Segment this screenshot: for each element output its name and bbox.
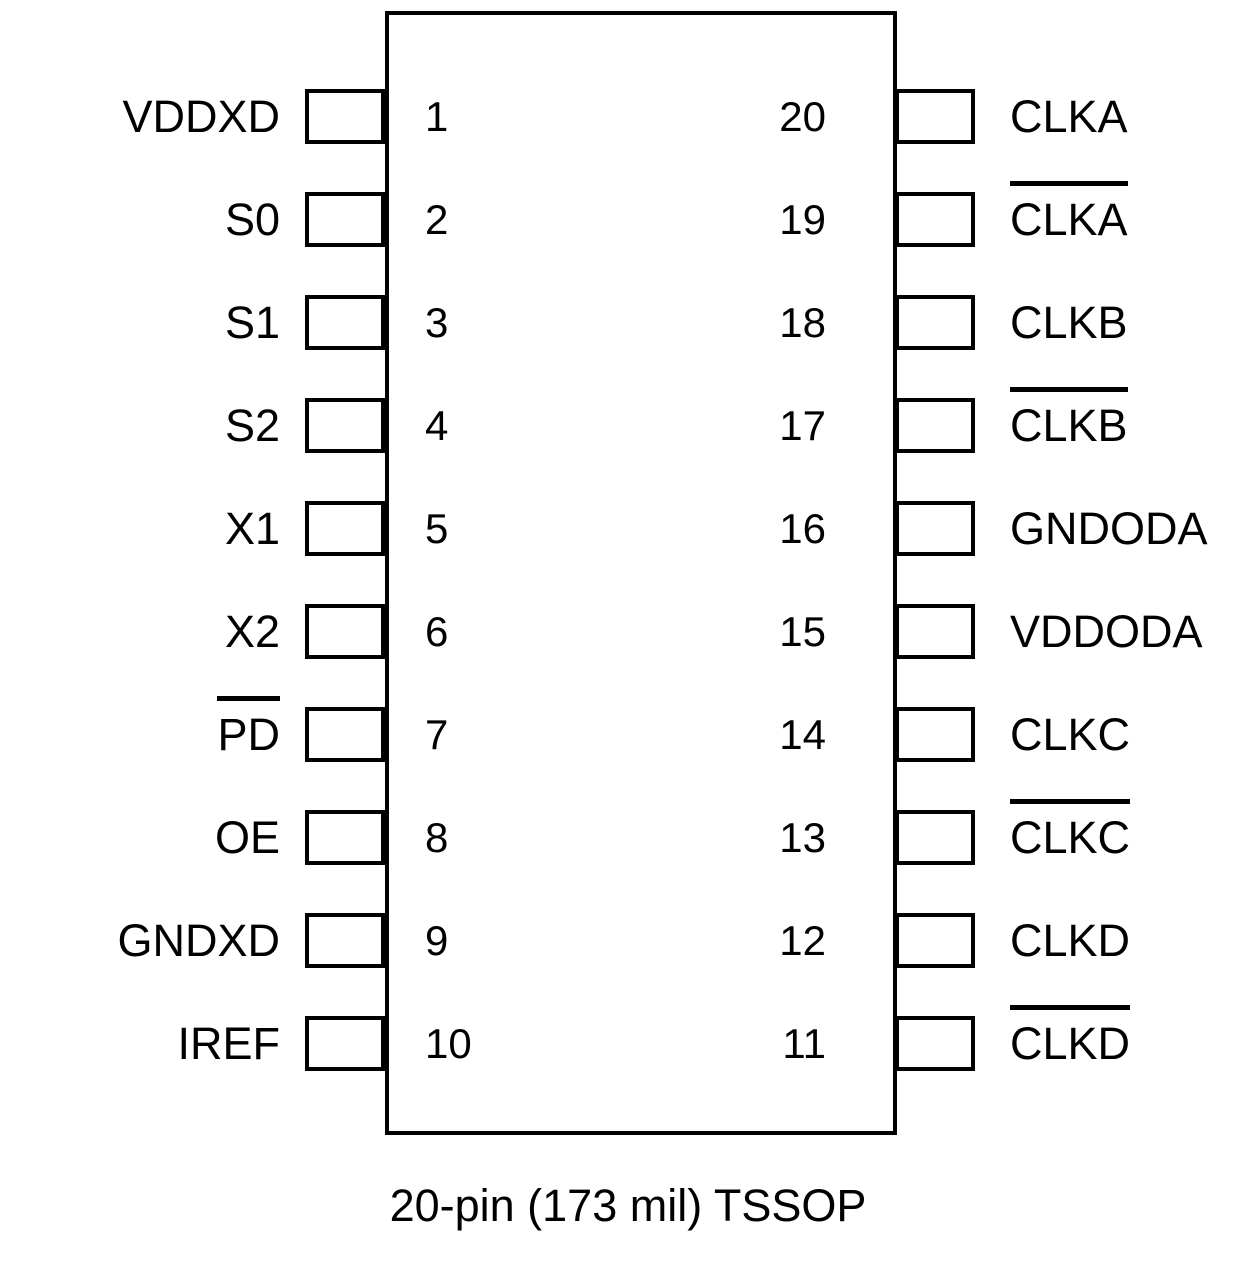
- pin-label-text: CLKD: [1010, 915, 1131, 966]
- pin-number-19: 19: [779, 196, 826, 243]
- pin-label-text: CLKB: [1010, 387, 1128, 451]
- pin-stub-13: [895, 810, 975, 865]
- pin-number-5: 5: [425, 505, 449, 552]
- pin-label-9: GNDXD: [117, 913, 280, 968]
- pin-stub-1: [305, 89, 385, 144]
- pin-label-text: VDDXD: [122, 91, 280, 142]
- pin-stub-9: [305, 913, 385, 968]
- pin-stub-18: [895, 295, 975, 350]
- pin-label-16: GNDODA: [1010, 501, 1208, 556]
- pin-label-text: CLKA: [1010, 91, 1128, 142]
- pin-number-13: 13: [779, 814, 826, 861]
- pin-stub-15: [895, 604, 975, 659]
- pin-number-6: 6: [425, 608, 449, 655]
- package-caption: 20-pin (173 mil) TSSOP: [389, 1180, 867, 1231]
- pin-number-4: 4: [425, 402, 449, 449]
- pin-number-1: 1: [425, 93, 449, 140]
- pin-label-3: S1: [225, 295, 280, 350]
- pin-label-10: IREF: [177, 1016, 280, 1071]
- pin-label-text: S2: [224, 400, 280, 451]
- pin-stub-16: [895, 501, 975, 556]
- pin-label-text: OE: [214, 812, 280, 863]
- pin-label-text: VDDODA: [1010, 606, 1203, 657]
- pin-number-17: 17: [779, 402, 826, 449]
- pin-label-11: CLKD: [1010, 1005, 1131, 1071]
- pin-label-text: CLKB: [1010, 297, 1128, 348]
- pin-label-text: CLKC: [1010, 709, 1131, 760]
- pin-stub-8: [305, 810, 385, 865]
- pin-number-14: 14: [779, 711, 826, 758]
- pin-label-text: GNDODA: [1010, 503, 1208, 554]
- pin-label-text: CLKA: [1010, 181, 1128, 245]
- pin-number-7: 7: [425, 711, 449, 758]
- package-body-outline: [385, 11, 897, 1135]
- pin-number-20: 20: [779, 93, 826, 140]
- pin-stub-20: [895, 89, 975, 144]
- pin-stub-10: [305, 1016, 385, 1071]
- pin-number-8: 8: [425, 814, 449, 861]
- pin-label-17: CLKB: [1010, 387, 1128, 453]
- pin-number-16: 16: [779, 505, 826, 552]
- pin-label-2: S0: [225, 192, 280, 247]
- pin-number-11: 11: [782, 1020, 826, 1067]
- pin-stub-12: [895, 913, 975, 968]
- pin-number-15: 15: [779, 608, 826, 655]
- pin-label-19: CLKA: [1010, 181, 1128, 247]
- pin-label-14: CLKC: [1010, 707, 1130, 762]
- pin-number-12: 12: [779, 917, 826, 964]
- pin-number-2: 2: [425, 196, 449, 243]
- pin-stub-19: [895, 192, 975, 247]
- pin-label-text: GNDXD: [117, 915, 280, 966]
- pin-label-text: S0: [224, 194, 280, 245]
- pin-stub-11: [895, 1016, 975, 1071]
- pin-label-text: CLKC: [1010, 799, 1131, 863]
- pin-stub-17: [895, 398, 975, 453]
- pin-stub-5: [305, 501, 385, 556]
- pin-stub-3: [305, 295, 385, 350]
- pin-label-18: CLKB: [1010, 295, 1128, 350]
- pin-number-9: 9: [425, 917, 449, 964]
- pin-label-13: CLKC: [1010, 799, 1131, 865]
- pin-label-6: X2: [225, 604, 280, 659]
- pin-label-4: S2: [225, 398, 280, 453]
- pin-label-1: VDDXD: [122, 89, 280, 144]
- pin-label-text: X1: [224, 503, 280, 554]
- pin-number-18: 18: [779, 299, 826, 346]
- pin-label-8: OE: [215, 810, 280, 865]
- pin-label-text: CLKD: [1010, 1005, 1131, 1069]
- pin-number-3: 3: [425, 299, 449, 346]
- pin-stub-14: [895, 707, 975, 762]
- pin-label-12: CLKD: [1010, 913, 1130, 968]
- pin-stub-7: [305, 707, 385, 762]
- pin-label-text: IREF: [177, 1018, 280, 1069]
- pin-stub-6: [305, 604, 385, 659]
- pin-label-5: X1: [225, 501, 280, 556]
- pin-number-10: 10: [425, 1020, 472, 1067]
- pin-stub-4: [305, 398, 385, 453]
- pin-label-text: PD: [217, 696, 280, 760]
- pin-label-text: S1: [224, 297, 280, 348]
- pin-label-20: CLKA: [1010, 89, 1128, 144]
- pin-label-7: PD: [217, 696, 280, 762]
- pin-label-text: X2: [224, 606, 280, 657]
- pin-stub-2: [305, 192, 385, 247]
- pin-label-15: VDDODA: [1010, 604, 1203, 659]
